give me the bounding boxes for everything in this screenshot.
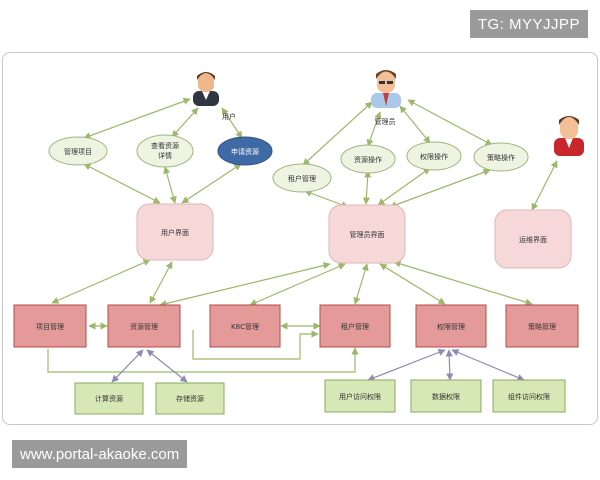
purple-connector-lines — [111, 348, 525, 383]
submodules: 计算资源 存储资源 用户访问权限 数据权限 组件访问权限 — [74, 379, 566, 415]
policy-management-box — [505, 304, 579, 348]
view-resource-details-label-line2: 详情 — [158, 151, 172, 160]
tenant-management-label: 租户管理 — [341, 322, 369, 331]
data-permission-label: 数据权限 — [432, 392, 460, 401]
resource-management-label: 资源管理 — [130, 322, 158, 331]
user-access-permission-box — [324, 379, 396, 413]
policy-operations-label: 策略操作 — [487, 153, 515, 162]
interfaces: 用户界面 管理员界面 运维界面 — [136, 203, 572, 269]
permission-operations-node — [406, 141, 462, 171]
storage-resources-label: 存储资源 — [176, 394, 204, 403]
manage-projects-node — [48, 136, 108, 166]
tenant-management-box — [319, 304, 391, 348]
admin-person-icon — [371, 70, 401, 108]
user-access-permission-label: 用户访问权限 — [339, 392, 381, 401]
k8s-management-label: K8C管理 — [231, 322, 259, 331]
ops-ui-label: 运维界面 — [519, 235, 547, 244]
resource-management-box — [107, 304, 181, 348]
tg-watermark: TG: MYYJJPP — [469, 10, 588, 38]
compute-resources-label: 计算资源 — [95, 394, 123, 403]
component-access-permission-label: 组件访问权限 — [508, 392, 550, 401]
data-permission-box — [410, 379, 482, 413]
user-ui-label: 用户界面 — [161, 228, 189, 237]
permission-operations-label: 权限操作 — [420, 152, 448, 161]
permission-management-label: 权限管理 — [437, 322, 465, 331]
connector-lines — [47, 97, 558, 373]
resource-operations-node — [340, 144, 396, 174]
storage-resources-box — [155, 382, 225, 415]
ops-ui-box — [494, 209, 572, 269]
view-resource-details-node — [136, 134, 194, 168]
admin-functions: 租户管理 资源操作 权限操作 策略操作 — [272, 141, 529, 193]
request-resources-label: 申请资源 — [231, 147, 259, 156]
project-management-box — [13, 304, 87, 348]
manage-projects-label: 管理项目 — [64, 147, 92, 156]
user-person-icon — [193, 72, 219, 106]
policy-operations-node — [473, 142, 529, 172]
user-ui-box — [136, 203, 214, 261]
component-access-permission-box — [492, 379, 566, 413]
request-resources-node — [217, 136, 273, 166]
project-management-label: 项目管理 — [36, 322, 64, 331]
permission-management-box — [415, 304, 487, 348]
modules: 项目管理 资源管理 K8C管理 租户管理 权限管理 策略管理 — [13, 304, 579, 348]
resource-operations-label: 资源操作 — [354, 155, 382, 164]
admin-label: 管理员 — [375, 117, 396, 126]
ops-person-icon — [554, 116, 584, 156]
compute-resources-box — [74, 382, 144, 415]
url-watermark: www.portal-akaoke.com — [12, 440, 188, 468]
k8s-management-box — [209, 304, 281, 348]
tenant-management-fn-node — [272, 163, 332, 193]
admin-ui-label: 管理员界面 — [350, 230, 385, 239]
user-functions: 管理项目 查看资源 详情 申请资源 — [48, 134, 273, 168]
policy-management-label: 策略管理 — [528, 322, 556, 331]
tenant-management-fn-label: 租户管理 — [288, 174, 316, 183]
user-label: 用户 — [222, 112, 236, 121]
admin-ui-box — [328, 204, 406, 264]
view-resource-details-label-line1: 查看资源 — [151, 141, 179, 150]
